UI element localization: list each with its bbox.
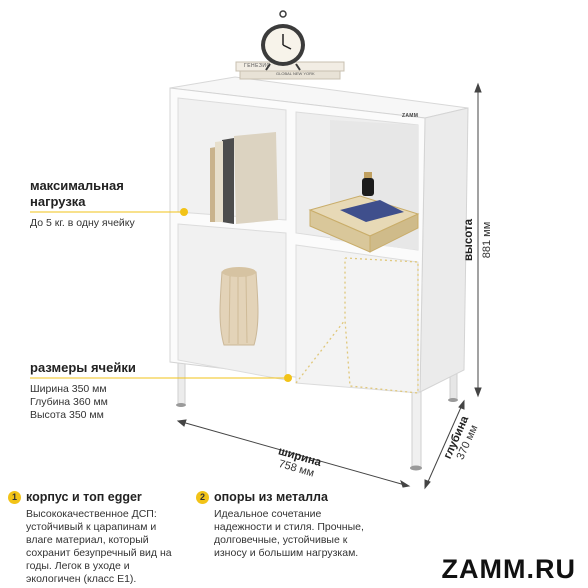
load-text: До 5 кг. в одну ячейку: [30, 217, 135, 229]
vase: [219, 267, 259, 346]
load-title-line2: нагрузка: [30, 194, 86, 209]
side-panel: [419, 107, 469, 393]
feature-2-number: 2: [196, 491, 209, 504]
height-value: 881 мм: [481, 221, 493, 259]
feature-2-line: Идеальное сочетание: [214, 508, 322, 520]
feature-2: 2 опоры из металла Идеальное сочетание на…: [196, 490, 396, 560]
load-title-line1: максимальная: [30, 178, 124, 193]
feature-1: 1 корпус и топ egger Высококачественное Д…: [8, 490, 193, 586]
book-spine-2: GLOBAL NEW YORK: [276, 71, 315, 76]
feature-2-line: надежности и стиля. Прочные,: [214, 521, 364, 533]
brand-logo: ZAMM.RU: [441, 554, 576, 584]
load-dot: [180, 208, 188, 216]
feature-1-line: годы. Легок в уходе и: [26, 560, 130, 572]
dimension-lines: [176, 82, 482, 490]
feature-1-line: экологичен (класс Е1).: [26, 573, 137, 585]
cell-depth: Глубина 360 мм: [30, 396, 108, 408]
cell-outline: [344, 257, 419, 394]
height-dimension: высота 881 мм: [463, 219, 493, 261]
feature-2-line: долговечные, устойчивые к: [214, 534, 348, 546]
cell-sizes: Ширина 350 мм Глубина 360 мм Высота 350 …: [30, 383, 108, 422]
tray: [308, 172, 420, 253]
feature-1-number: 1: [8, 491, 21, 504]
clock: [235, 10, 345, 80]
feature-1-line: влаге материал, который: [26, 534, 149, 546]
shelf-brand-mark: ZAMM: [402, 113, 419, 119]
feature-1-line: сохранит безупречный вид на: [26, 547, 172, 559]
book-spine-1: ГЕНЕЗИС: [244, 63, 271, 69]
books: [210, 132, 278, 224]
cell-title: размеры ячейки: [30, 360, 136, 375]
cell-height: Высота 350 мм: [30, 409, 104, 421]
feature-2-line: износу и большим нагрузкам.: [214, 547, 359, 559]
load-callout: максимальная нагрузка: [30, 178, 124, 210]
feature-1-line: Высококачественное ДСП:: [26, 508, 157, 520]
cell-width: Ширина 350 мм: [30, 383, 107, 395]
height-label: высота: [463, 218, 475, 262]
feature-1-line: устойчивый к царапинам и: [26, 521, 157, 533]
feature-2-title: опоры из металла: [214, 490, 328, 504]
cell-dot: [284, 374, 292, 382]
feature-1-title: корпус и топ egger: [26, 490, 142, 504]
